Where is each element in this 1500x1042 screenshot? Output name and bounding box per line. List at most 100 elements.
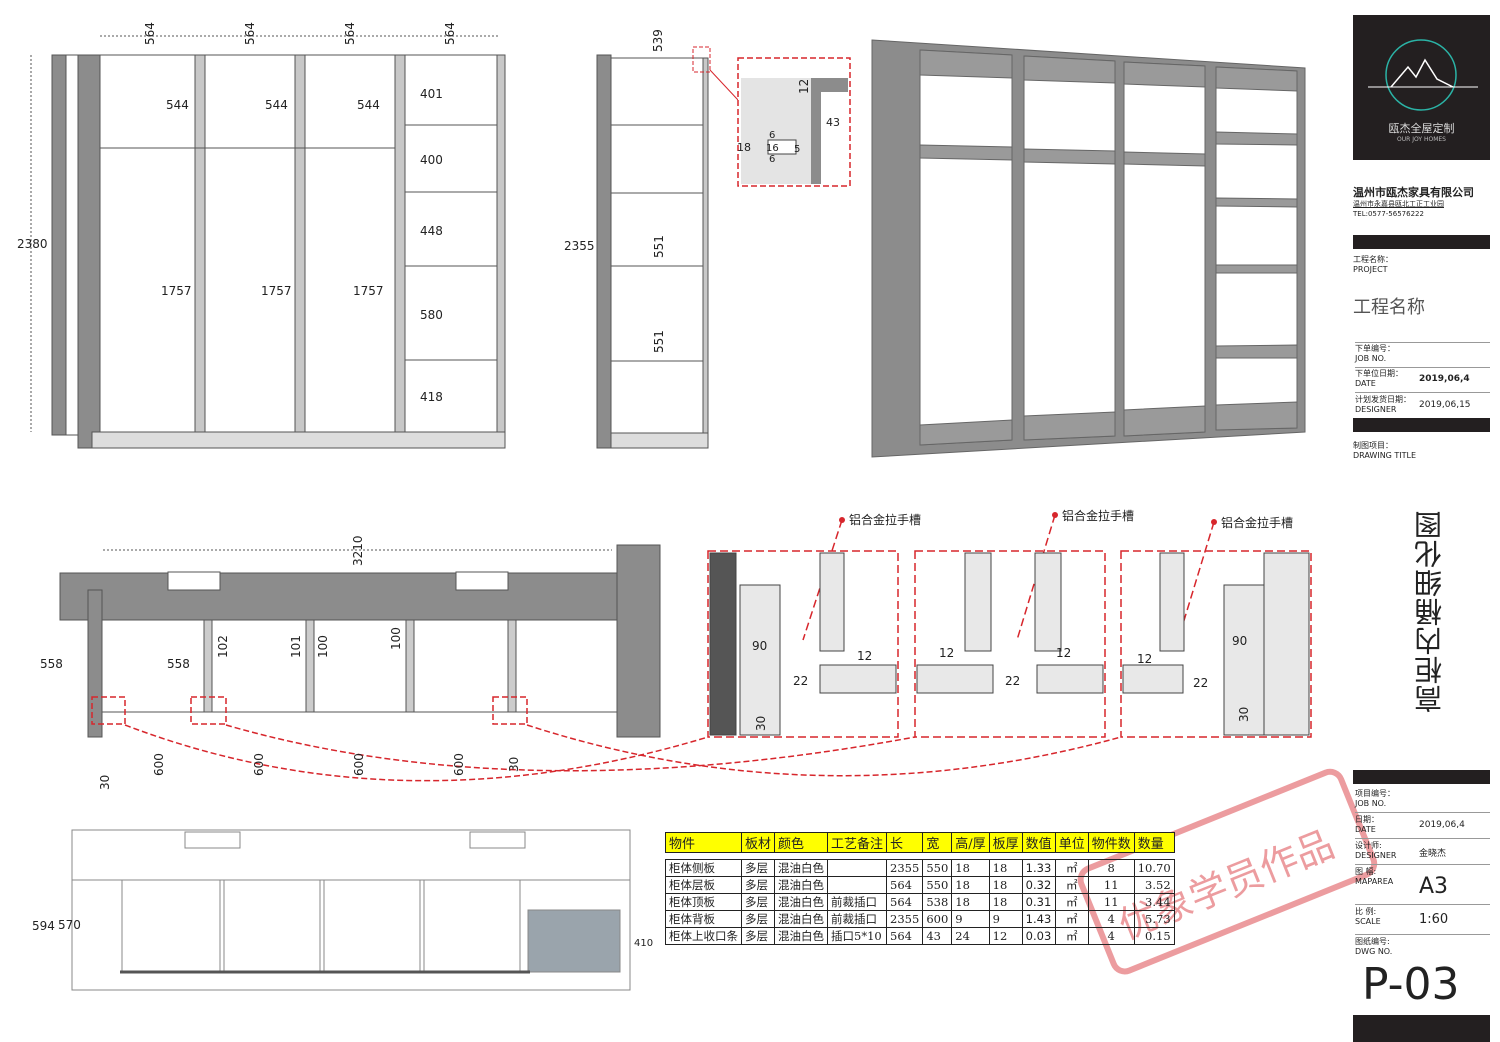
divider-bar xyxy=(1353,418,1490,432)
table-cell: 混油白色 xyxy=(774,876,829,894)
meta-job: 项目编号：JOB NO. xyxy=(1355,788,1490,813)
lower-dim: 594 xyxy=(32,919,55,933)
divider-bar xyxy=(1353,235,1490,249)
table-cell: 混油白色 xyxy=(774,859,829,877)
logo-name: 瓯杰全屋定制 xyxy=(1388,122,1455,135)
section-dim: 22 xyxy=(793,674,808,688)
corner-detail xyxy=(737,57,851,187)
table-cell: 混油白色 xyxy=(774,893,829,911)
table-cell: ㎡ xyxy=(1054,927,1089,945)
table-cell: 24 xyxy=(951,927,990,945)
company-name: 温州市瓯杰家具有限公司 xyxy=(1353,186,1474,199)
table-cell: 18 xyxy=(951,859,990,877)
handle-section-details xyxy=(707,512,1312,738)
section-dim: 12 xyxy=(857,649,872,663)
table-cell: 600 xyxy=(922,910,953,928)
mountain-logo-icon xyxy=(1368,39,1478,111)
table-cell: 4 xyxy=(1087,927,1135,945)
front-right-dim: 401 xyxy=(420,87,443,101)
table-cell: 0.15 xyxy=(1133,927,1175,945)
table-cell: 18 xyxy=(988,876,1023,894)
column-header: 板厚 xyxy=(988,832,1023,853)
section-label: 铝合金拉手槽 xyxy=(1221,515,1293,530)
table-cell: 550 xyxy=(922,876,953,894)
section-dim: 90 xyxy=(1232,634,1247,648)
table-cell: 0.31 xyxy=(1021,893,1056,911)
table-cell: 564 xyxy=(886,876,924,894)
front-lower-dim: 1757 xyxy=(261,284,292,298)
table-cell: 2355 xyxy=(886,859,924,877)
front-elevation xyxy=(30,35,506,449)
table-cell: 1.33 xyxy=(1021,859,1056,877)
logo-sub: OUR JOY HOMES xyxy=(1397,136,1446,143)
table-cell: 多层 xyxy=(740,910,776,928)
column-header: 板材 xyxy=(740,832,776,853)
front-right-dim: 418 xyxy=(420,390,443,404)
front-upper-dim: 544 xyxy=(265,98,288,112)
table-cell: 11 xyxy=(1087,876,1135,894)
plan-width-dim: 3210 xyxy=(351,535,365,566)
detail-dim: 5 xyxy=(794,144,800,155)
plan-gap-dim: 102 xyxy=(216,635,230,658)
side-height-dim: 2355 xyxy=(564,239,595,253)
table-cell: 插口5*10 xyxy=(827,927,888,945)
table-cell: 多层 xyxy=(740,876,776,894)
drawing-number: P-03 xyxy=(1362,959,1460,1010)
drawing-title-label: 制图项目：DRAWING TITLE xyxy=(1353,441,1417,460)
table-cell xyxy=(827,876,888,894)
front-upper-dim: 544 xyxy=(166,98,189,112)
table-cell: 564 xyxy=(886,927,924,945)
table-cell: 0.03 xyxy=(1021,927,1056,945)
table-cell: 0.32 xyxy=(1021,876,1056,894)
section-dim: 22 xyxy=(1005,674,1020,688)
table-cell: 混油白色 xyxy=(774,927,829,945)
company-info: 温州市瓯杰家具有限公司 温州市永嘉县瓯北工正工业园 TEL:0577-56576… xyxy=(1353,186,1490,219)
section-dim: 30 xyxy=(1237,707,1251,722)
front-lower-dim: 1757 xyxy=(353,284,384,298)
table-cell: 柜体上收口条 xyxy=(665,927,742,945)
side-depth-dim: 539 xyxy=(651,29,665,52)
column-header: 数量 xyxy=(1133,832,1175,853)
table-cell: ㎡ xyxy=(1054,910,1089,928)
project-label-en: PROJECT xyxy=(1353,265,1388,274)
table-cell: 4 xyxy=(1087,910,1135,928)
section-dim: 12 xyxy=(1137,652,1152,666)
detail-dim: 43 xyxy=(826,116,840,129)
project-name: 工程名称 xyxy=(1353,297,1425,318)
column-header: 长 xyxy=(886,832,924,853)
divider-bar xyxy=(1353,1015,1490,1042)
table-cell: 柜体层板 xyxy=(665,876,742,894)
plan-depth-dim: 558 xyxy=(40,657,63,671)
table-cell: 混油白色 xyxy=(774,910,829,928)
table-cell: 9 xyxy=(988,910,1023,928)
drawing-title: 高柜内桶细化图 xyxy=(1413,510,1446,713)
plan-depth-dim: 558 xyxy=(167,657,190,671)
table-cell: 多层 xyxy=(740,893,776,911)
table-cell: 8 xyxy=(1087,859,1135,877)
front-right-dim: 400 xyxy=(420,153,443,167)
table-cell: 18 xyxy=(988,859,1023,877)
table-cell: 3.44 xyxy=(1133,893,1175,911)
column-header: 高/厚 xyxy=(951,832,990,853)
table-cell: 2355 xyxy=(886,910,924,928)
table-cell: 538 xyxy=(922,893,953,911)
table-cell: 多层 xyxy=(740,927,776,945)
table-cell: 11 xyxy=(1087,893,1135,911)
section-dim: 12 xyxy=(1056,646,1071,660)
table-cell: 前裁插口 xyxy=(827,910,888,928)
column-header: 工艺备注 xyxy=(827,832,888,853)
table-cell: 12 xyxy=(988,927,1023,945)
section-dim: 30 xyxy=(754,716,768,731)
table-cell: 3.52 xyxy=(1133,876,1175,894)
detail-dim: 6 xyxy=(769,130,775,141)
front-top-dim: 564 xyxy=(343,22,357,45)
column-header: 物件数 xyxy=(1087,832,1135,853)
table-cell: 柜体顶板 xyxy=(665,893,742,911)
lower-dim: 410 xyxy=(634,938,653,949)
